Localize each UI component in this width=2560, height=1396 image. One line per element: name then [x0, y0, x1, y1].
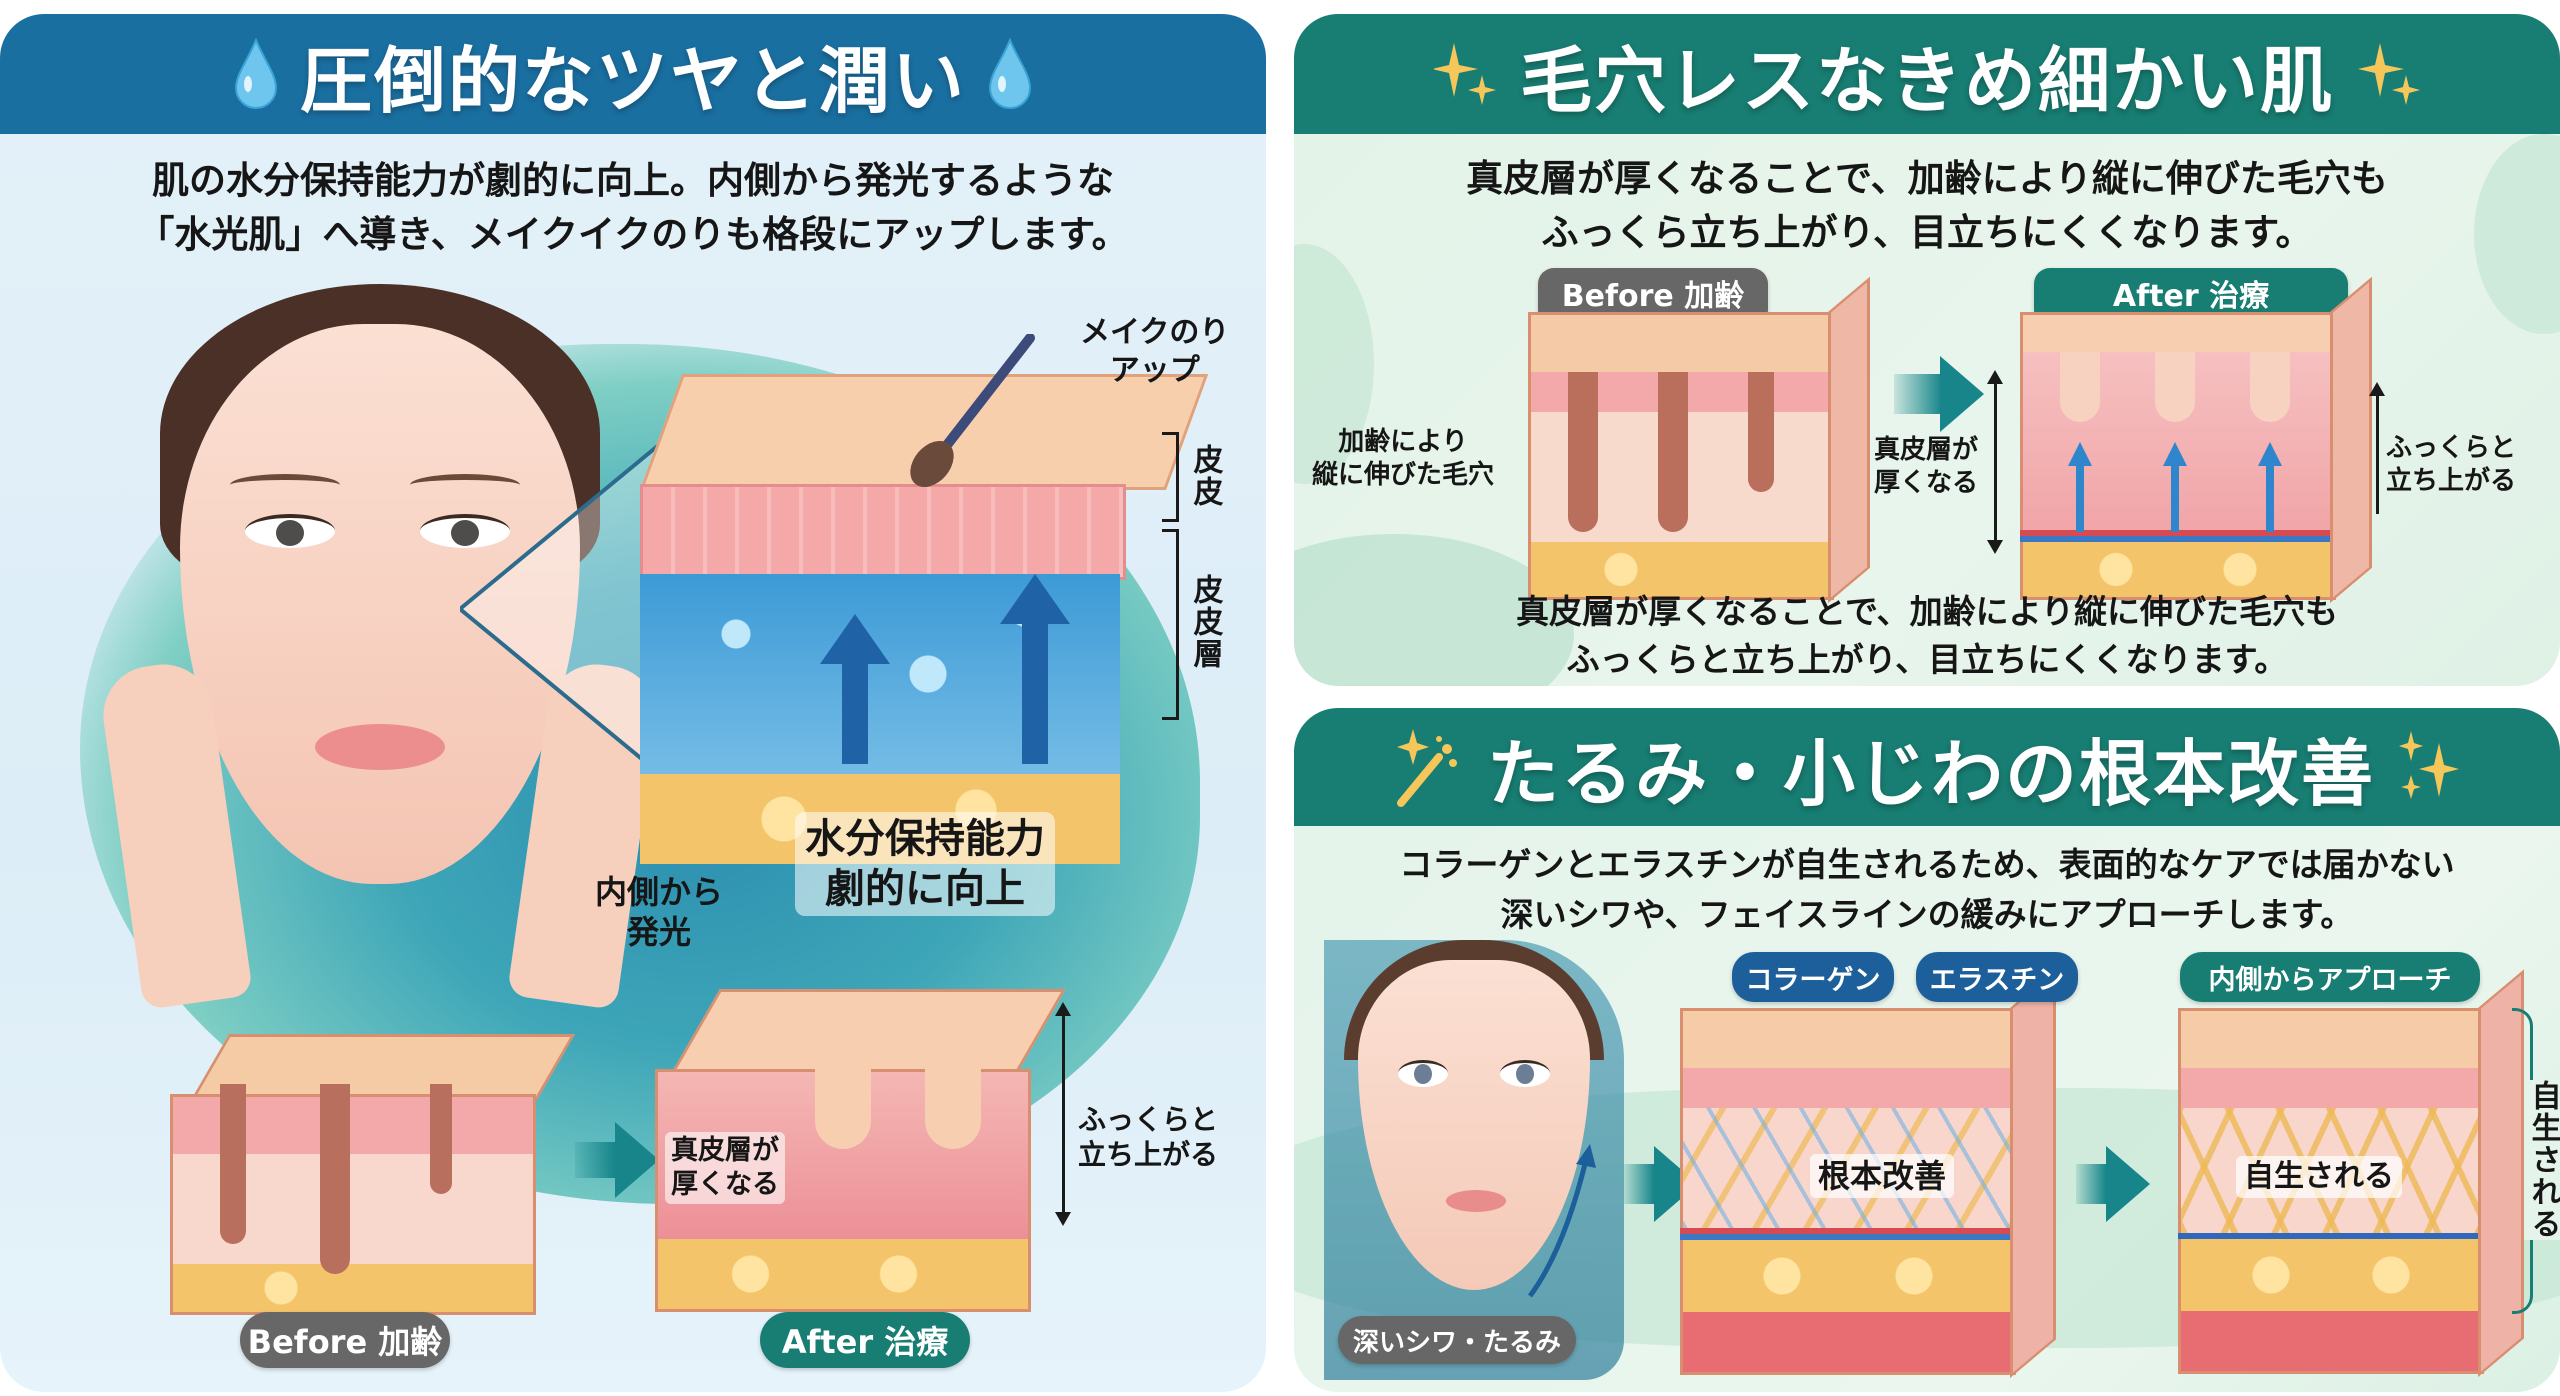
panel-sagging-wrinkles: たるみ・小じわの根本改善 コラーゲンとエラスチンが自生されるため、表面的なケアで… [1294, 708, 2560, 1392]
callout-plump: ふっくらと 立ち上がる [2386, 433, 2517, 496]
panel-gloss-moisture: 圧倒的なツヤと潤い 肌の水分保持能力が劇的に向上。内側から発光するような 「水光… [0, 14, 1266, 1392]
bracket-dermis [1162, 529, 1179, 720]
zoom-callout-wedge [460, 444, 660, 774]
upward-arrow-icon [2163, 442, 2187, 532]
sparkle-icon [2399, 731, 2459, 799]
callout-plump: ふっくらと 立ち上がる [1078, 1103, 1219, 1171]
upward-arrow-icon [1000, 574, 1070, 764]
approach-label: 内側からアプローチ [2180, 952, 2480, 1002]
after-label: After 治療 [2034, 268, 2348, 318]
before-after-arrow [575, 1142, 615, 1178]
after-skin-block [2020, 276, 2372, 603]
thickness-indicator [1987, 370, 2003, 554]
panel-description: コラーゲンとエラスチンが自生されるため、表面的なケアでは届かない 深いシワや、フ… [1399, 845, 2455, 934]
bracket-epidermis [1162, 432, 1179, 522]
woman-face-illustration [96, 284, 664, 1011]
magic-wand-icon [1396, 729, 1457, 807]
face-wrinkles-illustration [1324, 940, 1624, 1380]
before-label: Before 加齢 [240, 1312, 450, 1368]
before-label: Before 加齢 [1538, 268, 1768, 318]
panel-footer-text: 真皮層が厚くなることで、加齢により縦に伸びた毛穴も ふっくらと立ち上がり、目立ち… [1515, 592, 2339, 679]
collagen-label: コラーゲン [1732, 952, 1894, 1002]
sparkle-icon [1433, 43, 1496, 105]
arrow-right-icon [1940, 356, 1984, 432]
panel-description: 肌の水分保持能力が劇的に向上。内側から発光するような 「水光肌」へ導き、メイクイ… [137, 159, 1129, 256]
elastin-label: エラスチン [1916, 952, 2078, 1002]
panel-header: 圧倒的なツヤと潤い [0, 14, 1266, 134]
sparkle-icon [2358, 43, 2420, 105]
before-skin-block [1528, 276, 1870, 603]
panel-title: 毛穴レスなきめ細かい肌 [1519, 38, 2334, 123]
face-label: 深いシワ・たるみ [1338, 1316, 1576, 1364]
center-label: 根本改善 [1810, 1154, 1955, 1198]
callout-makeup: メイクのり アップ [1080, 315, 1230, 388]
lift-arrow-icon [1527, 1144, 1596, 1298]
callout-layer-top: 皮皮 [1187, 444, 1223, 508]
panel-header: 毛穴レスなきめ細かい肌 [1294, 14, 2560, 134]
regenerated-skin-block [2178, 969, 2558, 1378]
callout-glow: 内側から 発光 [595, 873, 724, 951]
callout-moisture: 水分保持能力 劇的に向上 [795, 812, 1055, 916]
upward-arrow-icon [2068, 442, 2092, 532]
water-drop-icon [234, 38, 277, 109]
plump-indicator [2369, 382, 2385, 514]
water-drop-icon [988, 38, 1032, 109]
callout-layer-bottom: 皮皮層 [1187, 574, 1223, 670]
panel-header: たるみ・小じわの根本改善 [1294, 708, 2560, 826]
regen-label: 自生される [2236, 1156, 2402, 1198]
height-indicator [1055, 1002, 1071, 1226]
hydrated-skin-cross-section [640, 374, 1209, 914]
before-after-arrow [1894, 374, 1942, 414]
callout-dermis: 真皮層が 厚くなる [665, 1132, 785, 1204]
upward-arrow-icon [820, 614, 890, 764]
makeup-brush-icon [910, 334, 1035, 488]
step-arrow [2076, 1164, 2106, 1204]
panel-title: たるみ・小じわの根本改善 [1486, 731, 2375, 816]
step-arrow [1624, 1164, 1654, 1204]
panel-poreless-skin: 毛穴レスなきめ細かい肌 真皮層が厚くなることで、加齢により縦に伸びた毛穴も ふっ… [1294, 14, 2560, 686]
callout-dermis: 真皮層が 厚くなる [1874, 435, 1979, 498]
before-skin-block [170, 1034, 590, 1315]
panel-title: 圧倒的なツヤと潤い [299, 38, 966, 123]
upward-arrow-icon [2258, 442, 2282, 532]
callout-pores: 加齢により 縦に伸びた毛穴 [1312, 427, 1495, 490]
regen-side-label: 自生される [2524, 1080, 2560, 1240]
after-label: After 治療 [760, 1312, 970, 1368]
panel-description: 真皮層が厚くなることで、加齢により縦に伸びた毛穴も ふっくら立ち上がり、目立ちに… [1466, 157, 2388, 254]
arrow-right-icon [2106, 1146, 2150, 1222]
arrow-right-icon [615, 1122, 659, 1198]
